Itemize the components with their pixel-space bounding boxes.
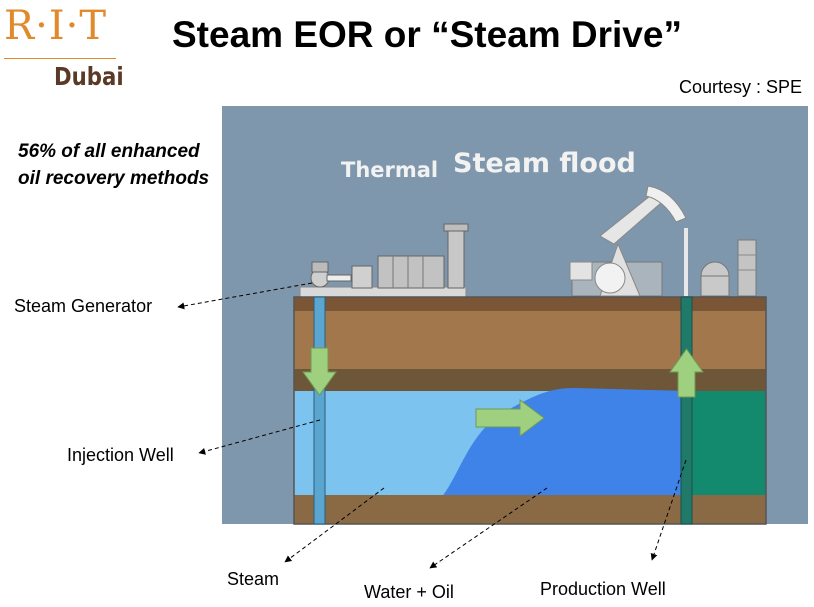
logo-underline — [4, 58, 116, 59]
leader-production-well — [650, 459, 687, 561]
down-arrow — [302, 347, 337, 396]
label-injection-well: Injection Well — [67, 445, 174, 465]
usage-note: 56% of all enhanced oil recovery methods — [18, 141, 210, 189]
caprock-layer — [294, 369, 766, 391]
label-water-oil: Water + Oil — [364, 582, 454, 602]
surface-layer — [294, 297, 766, 311]
rit-logo-text: R·I·T — [4, 3, 108, 49]
injection-well-pipe — [313, 296, 326, 525]
rit-logo-campus: Dubai — [54, 62, 124, 91]
caption-steam-flood: Steam flood — [453, 148, 636, 179]
caption-thermal: Thermal — [341, 158, 438, 182]
slide-title: Steam EOR or “Steam Drive” — [172, 14, 682, 55]
green-zone — [692, 391, 766, 495]
label-production-well: Production Well — [540, 579, 666, 599]
courtesy-credit: Courtesy : SPE — [678, 77, 802, 97]
steam-generator-facility — [299, 223, 469, 298]
label-steam: Steam — [227, 569, 280, 589]
production-well-pipe — [680, 296, 693, 525]
leader-water-oil — [429, 487, 548, 569]
up-arrow — [669, 348, 704, 398]
right-arrow — [475, 399, 545, 437]
leader-steam-generator — [177, 282, 313, 310]
base-layer — [294, 495, 766, 524]
label-steam-generator: Steam Generator — [14, 296, 153, 316]
pump-jack-facility — [569, 185, 757, 297]
